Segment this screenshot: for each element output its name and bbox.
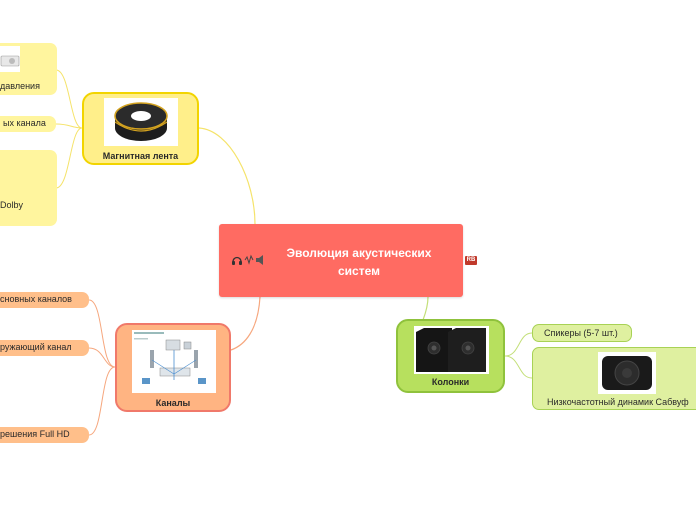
subtopic-subwoofer[interactable]: Низкочастотный динамик Сабвуф (532, 347, 696, 410)
central-icons (231, 253, 265, 271)
branch-card-channels[interactable]: Каналы (115, 323, 231, 412)
surround-diagram-image (132, 330, 216, 393)
subtopic-full-hd[interactable]: решения Full HD (0, 427, 89, 443)
tape-label: Магнитная лента (84, 151, 197, 161)
branch-card-speakers[interactable]: Колонки (396, 319, 505, 393)
branch-card-tape[interactable]: Магнитная лента (82, 92, 199, 165)
subwoofer-image (598, 352, 656, 394)
speaker-pair-image (414, 326, 489, 374)
subtopic-surround-channel[interactable]: ружающий канал (0, 340, 89, 356)
central-title: Эволюция акустических систем (269, 244, 449, 280)
sound-wave-icon (245, 256, 253, 263)
subtopic-main-channels[interactable]: сновных каналов (0, 292, 89, 308)
tape-roll-image (104, 98, 178, 146)
channels-label: Каналы (117, 398, 229, 408)
speakers-label: Колонки (398, 377, 503, 387)
rb-badge: RB (465, 256, 477, 265)
subtopic-speakers-count[interactable]: Спикеры (5-7 шт.) (532, 324, 632, 342)
speaker-icon (256, 255, 263, 265)
central-topic[interactable]: Эволюция акустических систем (219, 224, 463, 297)
subtopic-tape-channels[interactable]: ых канала (0, 116, 56, 132)
subtopic-tape-dolby[interactable]: Dolby (0, 150, 57, 226)
projector-image (0, 46, 20, 72)
subtopic-tape-pressure[interactable]: давления (0, 43, 57, 95)
headphones-icon (232, 258, 242, 266)
